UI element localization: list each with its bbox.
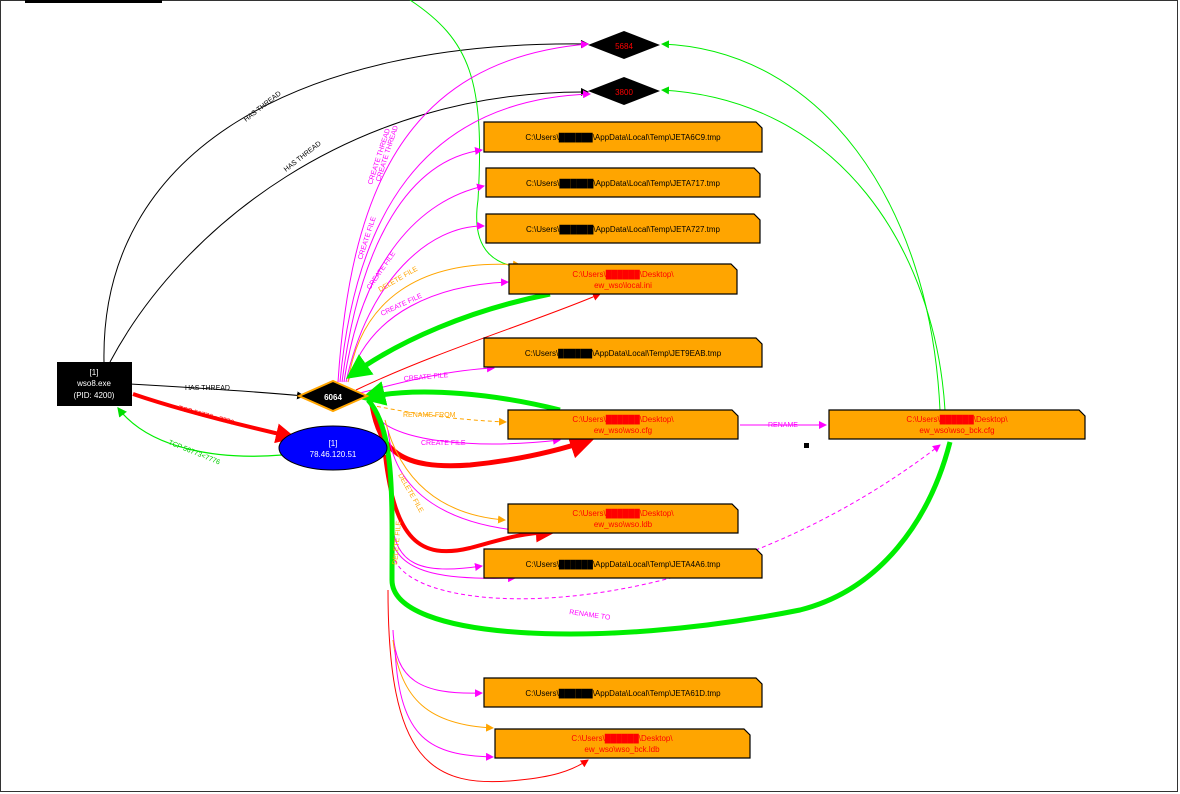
- small-black-square: [804, 443, 809, 448]
- file-node-jeta61d[interactable]: C:\Users\██████\AppData\Local\Temp\JETA6…: [483, 677, 763, 708]
- edge-red-thick-ldb: [383, 454, 556, 554]
- file-local-ini-line1: C:\Users\██████\Desktop\: [572, 269, 674, 280]
- top-edge-bar: [25, 0, 162, 3]
- file-jeta6c9-label: C:\Users\██████\AppData\Local\Temp\JETA6…: [525, 132, 721, 143]
- label-has-thread-3: HAS THREAD: [185, 385, 230, 392]
- edge-red-local-ini: [355, 293, 601, 391]
- edge-has-thread-6064: [129, 383, 305, 400]
- edge-delete-bck-ldb: [392, 639, 494, 732]
- edge-green-thick-bck: [366, 398, 953, 637]
- edge-has-thread-5684: [103, 39, 589, 363]
- file-wso-cfg-line2: ew_wso\wso.cfg: [594, 426, 652, 435]
- thread-node-5684[interactable]: 5684: [588, 31, 660, 59]
- label-delete-file-2: DELETE FILE: [396, 473, 424, 515]
- edge-create-thread-3800: [339, 90, 591, 383]
- file-wso-bck-ldb-line2: ew_wso\wso_bck.ldb: [584, 745, 660, 754]
- label-rename: RENAME: [768, 422, 798, 429]
- edge-create-jeta61d: [392, 629, 483, 698]
- edge-tcp-in: [117, 407, 283, 457]
- file-node-jeta6c9[interactable]: C:\Users\██████\AppData\Local\Temp\JETA6…: [483, 121, 763, 153]
- edge-create-jeta717: [343, 183, 485, 383]
- label-has-thread-1: HAS THREAD: [243, 90, 283, 123]
- edge-tcp-out: [132, 392, 296, 444]
- edge-rename-from: [369, 404, 507, 426]
- file-wso-ldb-line2: ew_wso\wso.ldb: [594, 520, 653, 529]
- label-delete-file-3: DELETE FILE: [392, 520, 403, 565]
- process-line1: [1]: [90, 368, 99, 377]
- file-node-jeta727[interactable]: C:\Users\██████\AppData\Local\Temp\JETA7…: [485, 213, 761, 244]
- file-local-ini-line2: ew_wso\local.ini: [594, 281, 652, 290]
- edge-create-jeta727: [345, 221, 485, 383]
- edge-delete-local-ini: [347, 260, 521, 383]
- label-tcp-out: TCP 56773->7776: [177, 405, 234, 427]
- file-jeta61d-label: C:\Users\██████\AppData\Local\Temp\JETA6…: [525, 688, 721, 699]
- process-node[interactable]: [1] wso8.exe (PID: 4200): [57, 362, 132, 406]
- label-create-file-4: CREATE FILE: [404, 372, 449, 383]
- ip-line1: [1]: [329, 439, 338, 448]
- file-jeta717-label: C:\Users\██████\AppData\Local\Temp\JETA7…: [526, 178, 720, 189]
- ip-node[interactable]: [1] 78.46.120.51: [278, 425, 388, 471]
- edge-create-wso-cfg: [379, 419, 561, 445]
- file-node-wso-bck-cfg[interactable]: C:\Users\██████\Desktop\ ew_wso\wso_bck.…: [828, 409, 1086, 440]
- label-create-file-3: CREATE FILE: [380, 292, 424, 317]
- file-node-wso-ldb[interactable]: C:\Users\██████\Desktop\ ew_wso\wso.ldb: [507, 503, 739, 534]
- ip-line2: 78.46.120.51: [310, 450, 357, 459]
- thread-6064-label: 6064: [324, 393, 342, 402]
- file-node-jet9eab[interactable]: C:\Users\██████\AppData\Local\Temp\JET9E…: [483, 337, 763, 368]
- file-wso-bck-ldb-line1: C:\Users\██████\Desktop\: [571, 733, 673, 744]
- thread-node-3800[interactable]: 3800: [588, 77, 660, 105]
- edge-rename-to: [394, 444, 941, 600]
- file-node-jeta717[interactable]: C:\Users\██████\AppData\Local\Temp\JETA7…: [485, 167, 761, 198]
- edge-has-thread-3800: [109, 87, 589, 363]
- edge-green-thick-local: [345, 291, 551, 379]
- file-node-local-ini[interactable]: C:\Users\██████\Desktop\ ew_wso\local.in…: [508, 263, 738, 295]
- label-rename-from: RENAME FROM: [403, 412, 456, 419]
- label-rename-to: RENAME TO: [569, 609, 611, 622]
- file-node-jeta4a6[interactable]: C:\Users\██████\AppData\Local\Temp\JETA4…: [483, 548, 763, 579]
- edge-delete-wso-ldb: [384, 419, 506, 524]
- label-create-file-5: CREATE FILE: [421, 440, 466, 447]
- edge-green-thick-cfg: [360, 381, 561, 413]
- thread-3800-label: 3800: [615, 88, 633, 97]
- edge-create-thread-5684: [337, 40, 589, 383]
- edge-green-bck-3800: [661, 86, 946, 411]
- edges-layer: [103, 0, 953, 783]
- file-node-wso-cfg[interactable]: C:\Users\██████\Desktop\ ew_wso\wso.cfg: [507, 409, 739, 440]
- label-has-thread-2: HAS THREAD: [283, 140, 323, 173]
- file-wso-cfg-line1: C:\Users\██████\Desktop\: [572, 414, 674, 425]
- edge-green-top: [409, 0, 523, 269]
- file-jeta727-label: C:\Users\██████\AppData\Local\Temp\JETA7…: [526, 224, 720, 235]
- label-tcp-in: TCP 56773<7776: [167, 439, 221, 466]
- edge-create-jeta6c9: [341, 147, 483, 383]
- thread-5684-label: 5684: [615, 42, 633, 51]
- file-wso-ldb-line1: C:\Users\██████\Desktop\: [572, 508, 674, 519]
- file-wso-bck-cfg-line2: ew_wso\wso_bck.cfg: [919, 426, 994, 435]
- process-line2: wso8.exe: [76, 379, 111, 388]
- edge-green-bck-5684: [661, 40, 941, 411]
- edge-create-bck-ldb: [394, 649, 494, 761]
- thread-node-6064[interactable]: 6064: [296, 379, 370, 413]
- file-jeta4a6-label: C:\Users\██████\AppData\Local\Temp\JETA4…: [526, 559, 721, 570]
- file-jet9eab-label: C:\Users\██████\AppData\Local\Temp\JET9E…: [525, 348, 722, 359]
- file-wso-bck-cfg-line1: C:\Users\██████\Desktop\: [906, 414, 1008, 425]
- process-line3: (PID: 4200): [74, 391, 115, 400]
- file-node-wso-bck-ldb[interactable]: C:\Users\██████\Desktop\ ew_wso\wso_bck.…: [494, 728, 751, 759]
- edge-red-bck-ldb: [387, 589, 589, 783]
